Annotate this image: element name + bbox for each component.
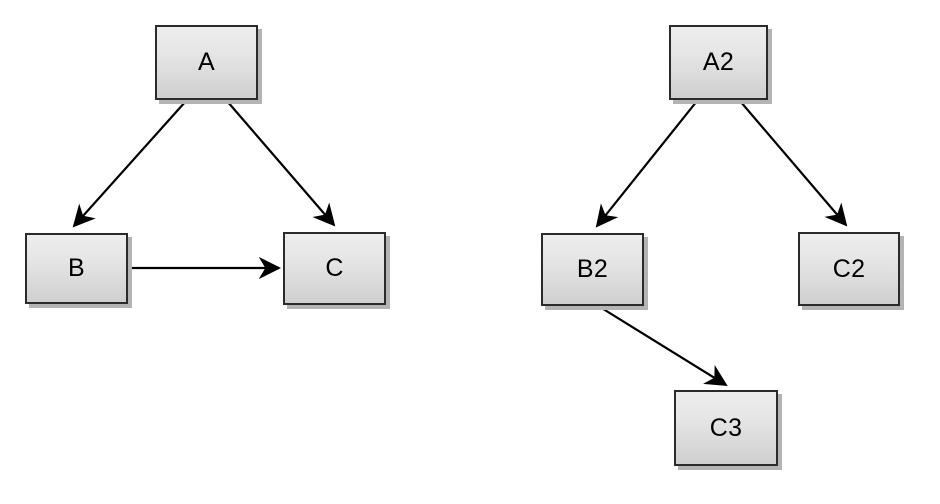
node-a[interactable]: A: [155, 25, 258, 100]
node-a2-label: A2: [702, 48, 735, 76]
edge-a-to-c: [226, 100, 336, 227]
node-c3-label: C3: [709, 413, 743, 442]
node-b-label: B: [68, 254, 85, 282]
node-c-label: C: [325, 254, 344, 282]
edge-a2-to-b2: [595, 100, 698, 228]
node-c[interactable]: C: [283, 232, 386, 305]
node-b2[interactable]: B2: [541, 233, 644, 306]
node-b[interactable]: B: [25, 233, 128, 304]
edge-b2-to-c3: [599, 306, 728, 387]
node-a2[interactable]: A2: [669, 25, 768, 100]
node-c3[interactable]: C3: [674, 390, 778, 466]
node-c2-label: C2: [832, 254, 866, 283]
edge-a2-to-c2: [739, 100, 848, 227]
edge-a-to-b: [72, 100, 187, 228]
node-b2-label: B2: [576, 255, 609, 283]
node-a-label: A: [198, 48, 215, 76]
node-c2[interactable]: C2: [798, 232, 900, 306]
